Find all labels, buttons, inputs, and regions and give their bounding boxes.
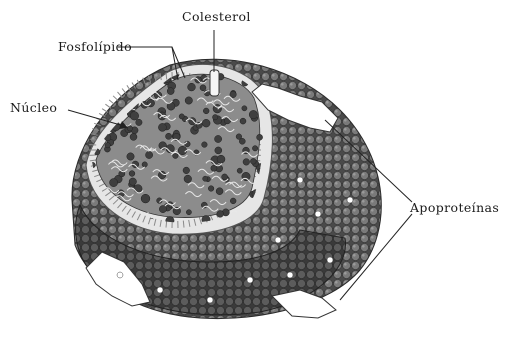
cholesterol-label: Colesterol	[182, 9, 251, 24]
phospholipid-label: Fosfolípido	[58, 39, 132, 54]
apoproteins-label: Apoproteínas	[409, 200, 499, 215]
cholesterol-molecule	[210, 70, 219, 96]
core-label: Núcleo	[10, 100, 57, 115]
